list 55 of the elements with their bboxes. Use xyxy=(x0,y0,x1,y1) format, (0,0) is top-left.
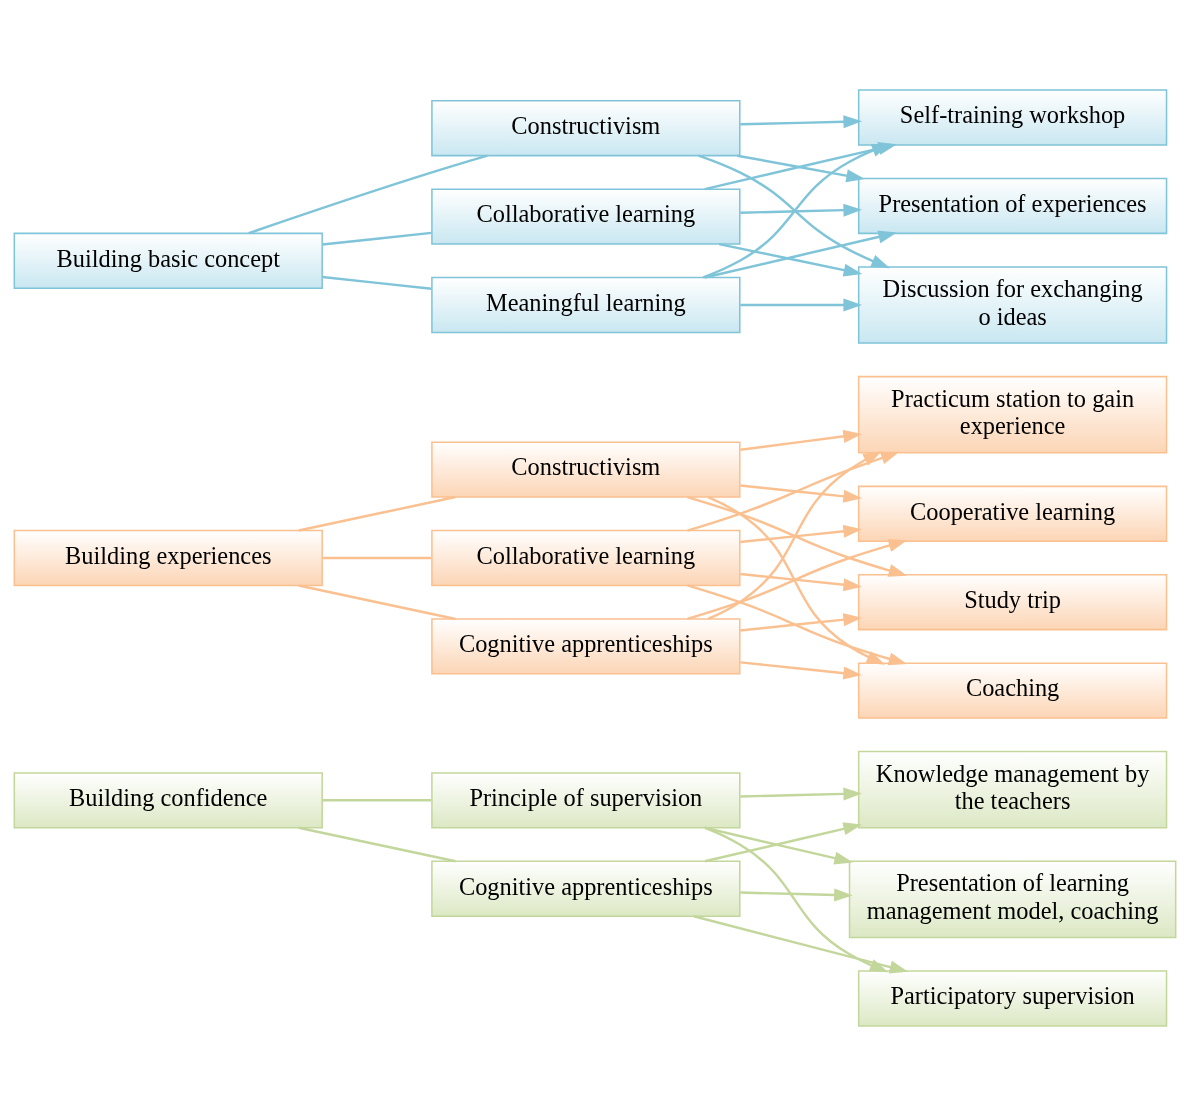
arrow xyxy=(707,450,882,620)
arrow xyxy=(687,495,908,577)
connector xyxy=(322,556,432,559)
node-box: Participatory supervision xyxy=(857,969,1168,1027)
node-box: Meaningful learning xyxy=(431,276,741,333)
arrow xyxy=(740,660,862,680)
arrow xyxy=(740,298,863,311)
arrow xyxy=(737,154,865,182)
connector xyxy=(322,275,432,290)
node-box: Building basic concept xyxy=(13,232,323,289)
node-box: Cognitive apprenticeships xyxy=(431,617,741,675)
arrow xyxy=(740,572,862,591)
arrow xyxy=(687,538,908,620)
node-box: Collaborative learning xyxy=(431,529,741,586)
arrow xyxy=(740,483,862,503)
connector xyxy=(322,231,432,246)
arrow xyxy=(740,203,863,217)
node-box: Cognitive apprenticeships xyxy=(431,860,741,917)
arrow xyxy=(740,114,863,128)
node-box: Presentation of experiences xyxy=(857,177,1168,234)
node-box: Principle of supervision xyxy=(431,771,741,829)
connector xyxy=(298,495,456,532)
node-box: Study trip xyxy=(857,573,1168,630)
arrow xyxy=(698,154,890,268)
arrow xyxy=(704,230,897,279)
arrow xyxy=(740,612,862,632)
node-box: Cooperative learning xyxy=(857,485,1168,542)
arrow xyxy=(687,583,908,665)
node-box: Practicum station to gain experience xyxy=(857,375,1168,454)
arrow xyxy=(687,451,900,532)
node-box: Coaching xyxy=(857,661,1168,719)
connector xyxy=(248,153,488,234)
arrow xyxy=(704,821,862,862)
node-box: Constructivism xyxy=(431,99,741,156)
arrow xyxy=(702,143,891,279)
arrow xyxy=(704,826,889,972)
arrow xyxy=(704,826,853,865)
node-box: Building experiences xyxy=(13,529,323,586)
node-box: Building confidence xyxy=(13,771,323,829)
arrow xyxy=(740,429,862,451)
connector xyxy=(298,583,456,620)
arrow xyxy=(740,524,862,543)
node-box: Presentation of learning management model, coaching xyxy=(848,860,1177,938)
arrow xyxy=(740,786,863,800)
node-box: Discussion for exchanging o ideas xyxy=(857,265,1168,344)
node-box: Self-training workshop xyxy=(857,88,1168,146)
node-box: Collaborative learning xyxy=(431,187,741,245)
connector xyxy=(298,826,456,862)
arrow xyxy=(718,242,863,277)
arrow xyxy=(740,887,853,901)
node-box: Constructivism xyxy=(431,440,741,498)
node-box: Knowledge management by the teachers xyxy=(857,750,1168,829)
arrow xyxy=(707,495,886,665)
arrow xyxy=(693,914,909,973)
connector xyxy=(322,798,432,802)
